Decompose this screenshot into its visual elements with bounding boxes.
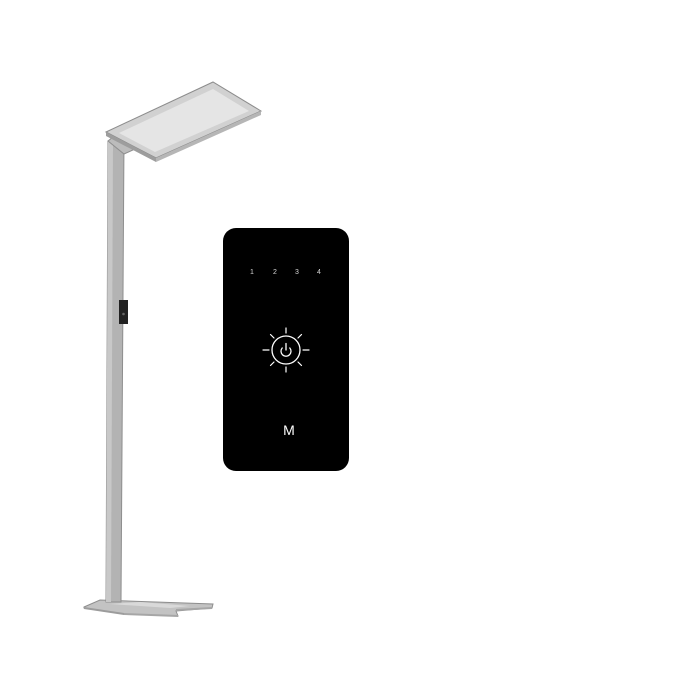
brightness-level-1[interactable]: 1 (250, 269, 254, 276)
brightness-level-3[interactable]: 3 (295, 269, 299, 276)
brightness-level-4[interactable]: 4 (317, 269, 321, 276)
lamp-head (104, 81, 263, 162)
brightness-level-2[interactable]: 2 (273, 269, 277, 276)
mode-button[interactable]: M (283, 422, 295, 438)
power-dimmer-button[interactable] (259, 323, 313, 377)
lamp-base (83, 599, 214, 617)
lamp-sensor (119, 300, 128, 324)
lamp-pole (105, 139, 128, 603)
control-panel: 1 2 3 4 M (223, 228, 349, 471)
sun-power-icon (262, 327, 310, 373)
